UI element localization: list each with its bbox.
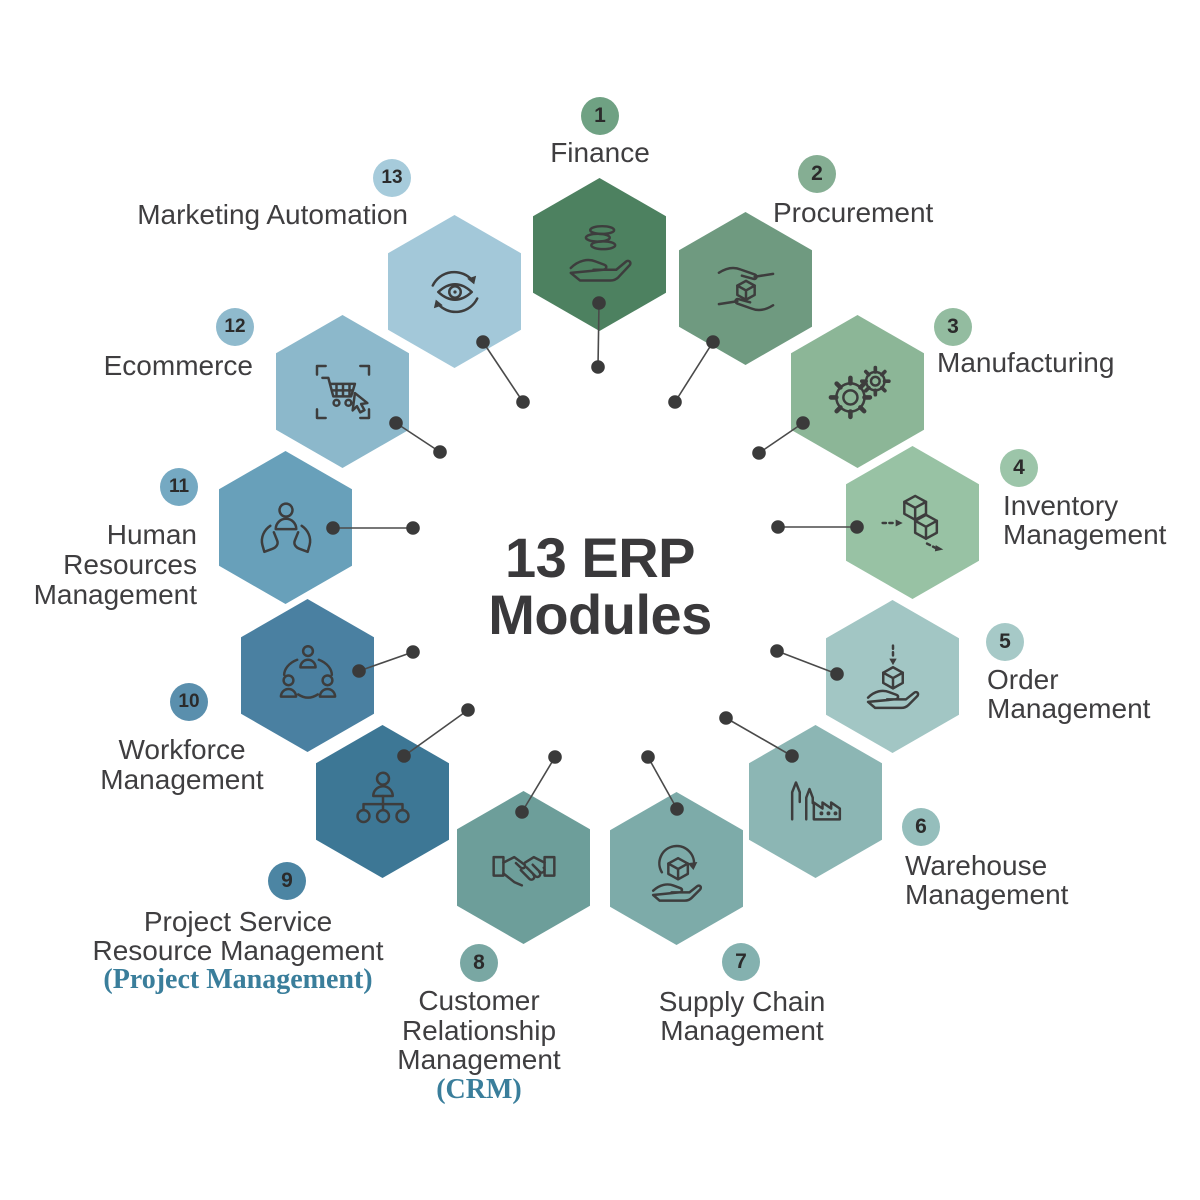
badge-number: 6 [915,815,927,838]
badge-number: 9 [281,869,293,892]
label-inventory: Inventory Management [1003,491,1166,549]
badge-number: 5 [999,630,1011,653]
label-line: Relationship [401,1014,557,1046]
label-line: Project Service [143,906,333,937]
hexagon-supply-chain [610,792,743,945]
hexagon-human-resources [219,451,352,604]
hexagon-warehouse [749,725,882,878]
hexagon-finance [533,178,666,331]
badge-number: 13 [381,167,403,188]
label-ecommerce: Ecommerce [104,351,253,380]
badge-number: 4 [1013,456,1025,479]
label-line: Management [397,1044,561,1075]
hexagon-marketing [388,215,521,368]
badge-number: 7 [735,950,747,973]
label-procurement: Procurement [773,198,933,227]
factory-icon [790,780,841,821]
number-badge-13: 13 [373,159,411,197]
hexagon-workforce [241,599,374,752]
handshake-icon [491,855,556,887]
number-badge-4: 4 [1000,449,1038,487]
hexagon-project-service [316,725,449,878]
label-line: Management [33,579,197,610]
badge-number: 12 [224,316,246,337]
number-badge-9: 9 [268,862,306,900]
label-project-service: Project Service Resource Management (Pro… [92,907,383,994]
badge-number: 1 [594,104,606,127]
cubes-flow-icon [880,494,943,551]
number-badge-2: 2 [798,155,836,193]
label-line: Human [106,519,197,550]
label-line: Management [660,1015,824,1046]
title-line-2: Modules [488,583,712,646]
label-line: Management [905,879,1069,910]
number-badge-3: 3 [934,308,972,346]
title-line-1: 13 ERP [505,526,695,589]
hands-person-icon [260,501,311,553]
hexagon-inventory [846,446,979,599]
label-line: Management [100,764,264,795]
label-sub: (Project Management) [103,964,373,995]
label-workforce: Workforce Management [100,735,263,795]
number-badge-10: 10 [170,683,208,721]
number-badge-5: 5 [986,623,1024,661]
label-human-resources: Human Resources Management [34,520,197,610]
hands-exchange-icon [717,266,774,311]
label-line: Marketing Automation [137,199,408,230]
badge-number: 2 [811,162,823,185]
hand-package-icon [866,643,919,709]
label-warehouse: Warehouse Management [905,851,1068,909]
number-badge-11: 11 [160,468,198,506]
org-chart-icon [355,771,410,823]
cycle-box-hand-icon [651,844,702,902]
number-badge-1: 1 [581,97,619,135]
label-line: Finance [550,137,650,168]
label-supply-chain: Supply Chain Management [659,987,826,1045]
label-line: Manufacturing [937,347,1115,378]
badge-number: 10 [178,691,200,712]
gears-icon [828,365,891,419]
eye-cycle-icon [431,270,478,313]
label-line: Customer [418,985,540,1016]
label-line: Management [987,693,1151,724]
label-sub: (CRM) [436,1073,522,1105]
label-marketing: Marketing Automation [137,200,408,229]
hexagon-procurement [679,212,812,365]
label-line: Resources [63,549,197,580]
label-line: Warehouse [905,850,1048,881]
number-badge-8: 8 [460,944,498,982]
center-hexagon: 13 ERP Modules [400,342,800,810]
number-badge-6: 6 [902,808,940,846]
label-finance: Finance [550,138,650,167]
label-line: Inventory [1003,490,1119,521]
cart-cursor-icon [315,364,370,419]
badge-number: 8 [473,951,485,974]
team-network-icon [279,644,336,699]
label-line: Management [1003,519,1167,550]
label-line: Resource Management [92,935,384,966]
hexagon-crm [457,791,590,944]
badge-number: 3 [947,315,959,338]
label-line: Procurement [773,197,934,228]
number-badge-7: 7 [722,943,760,981]
label-line: Order [987,664,1059,695]
hexagon-manufacturing [791,315,924,468]
badge-number: 11 [168,476,190,497]
hexagon-order [826,600,959,753]
hand-coins-icon [569,224,632,282]
label-line: Supply Chain [658,986,826,1017]
label-manufacturing: Manufacturing [937,348,1114,377]
label-line: Workforce [118,734,246,765]
label-line: Ecommerce [103,350,253,381]
number-badge-12: 12 [216,308,254,346]
label-crm: Customer Relationship Management (CRM) [397,986,560,1104]
hexagon-ecommerce [276,315,409,468]
label-order: Order Management [987,665,1150,723]
page-title: 13 ERP Modules [488,509,712,643]
